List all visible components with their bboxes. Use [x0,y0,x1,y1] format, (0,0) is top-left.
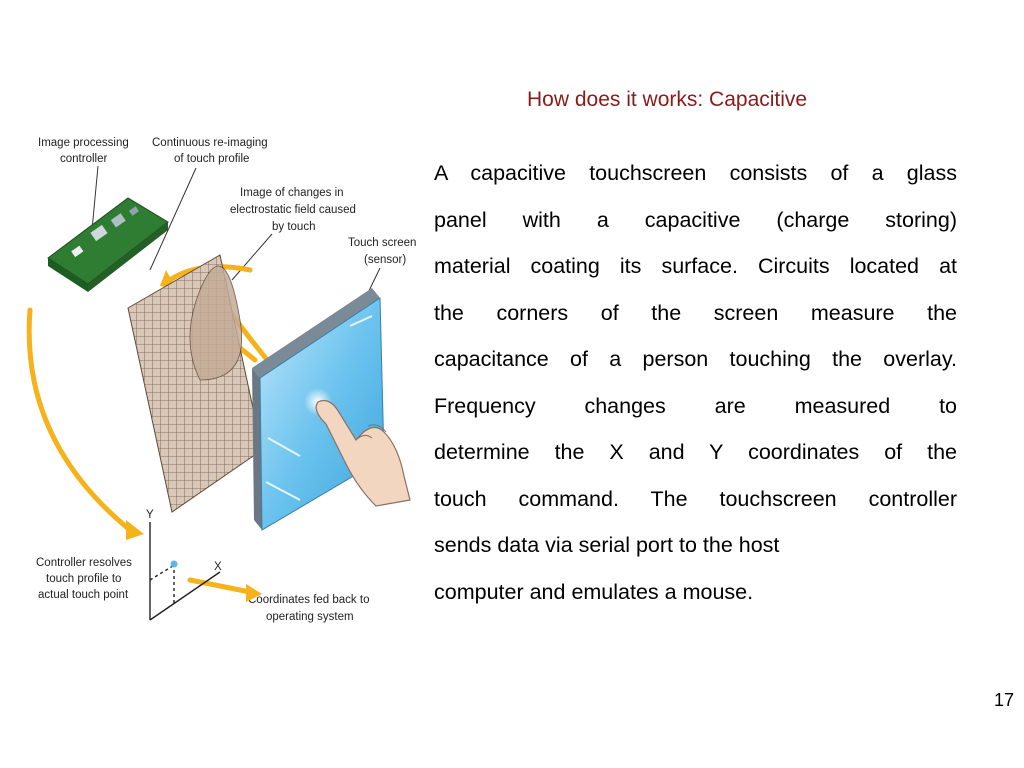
page-number: 17 [993,690,1014,710]
label-changes-3: by touch [272,221,315,233]
label-image-processing-2: controller [60,153,107,165]
label-touchscreen: Touch screen [348,237,416,249]
body-line-2: panel with a capacitive (charge storing) [434,207,957,232]
label-reimaging-2: of touch profile [174,153,249,165]
controller-board [47,197,169,292]
field-mesh [127,254,263,513]
coordinate-axes [149,522,221,621]
body-line-8: touch command. The touchscreen controlle… [434,486,957,511]
axis-x-label: X [214,561,222,573]
label-reimaging: Continuous re-imaging [152,137,268,149]
body-line-9: sends data via serial port to the host [434,533,780,557]
label-changes: Image of changes in [240,187,344,199]
label-resolves-3: actual touch point [38,589,129,601]
label-changes-2: electrostatic field caused [230,204,356,216]
body-line-7: determine the X and Y coordinates of the [434,440,957,464]
touch-point-marker [170,560,178,568]
body-line-6: Frequency changes are measured to [434,393,957,418]
slide-title: How does it works: Capacitive [527,88,808,111]
label-resolves: Controller resolves [36,557,132,569]
label-touchscreen-2: (sensor) [364,254,406,266]
body-line-5: capacitance of a person touching the ove… [434,347,957,371]
label-resolves-2: touch profile to [46,573,121,585]
body-line-3: material coating its surface. Circuits l… [434,254,957,278]
label-coordinates: Coordinates fed back to [248,594,369,606]
label-image-processing: Image processing [38,137,129,149]
body-line-4: the corners of the screen measure the [434,300,957,325]
label-coordinates-2: operating system [266,611,354,623]
axis-y-label: Y [146,509,154,521]
finger-icon [315,399,411,507]
capacitive-touchscreen-diagram: Image processing controller Continuous r… [26,137,416,623]
body-line-1: A capacitive touchscreen consists of a g… [434,161,957,185]
body-line-10: computer and emulates a mouse. [434,579,754,604]
body-text: A capacitive touchscreen consists of a g… [434,150,957,615]
